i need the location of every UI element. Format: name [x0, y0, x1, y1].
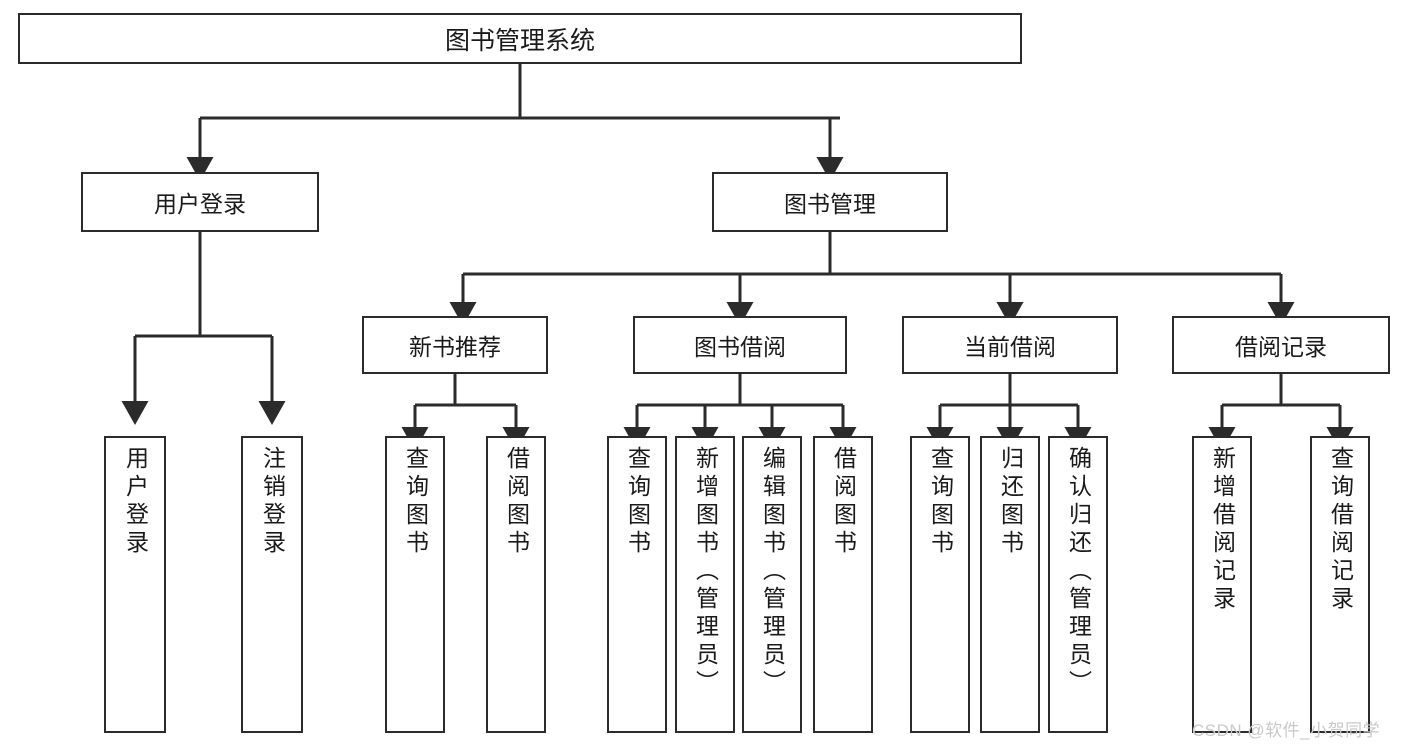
node-label: 借阅图书: [503, 446, 530, 558]
node-label: 查询借阅记录: [1327, 446, 1354, 614]
leaf-query-book-current[interactable]: 查询图书: [910, 436, 970, 733]
leaf-borrow-book-recommend[interactable]: 借阅图书: [486, 436, 546, 733]
leaf-borrow-book[interactable]: 借阅图书: [813, 436, 873, 733]
node-label: 查询图书: [927, 446, 954, 558]
node-label: 借阅记录: [1235, 334, 1327, 360]
leaf-logout[interactable]: 注销登录: [241, 436, 303, 733]
node-label: 图书管理系统: [444, 26, 595, 55]
node-label: 图书管理: [784, 191, 876, 217]
leaf-add-borrow-record[interactable]: 新增借阅记录: [1192, 436, 1252, 733]
node-label: 新增借阅记录: [1209, 446, 1236, 614]
leaf-confirm-return-admin[interactable]: 确认归还（管理员）: [1048, 436, 1108, 733]
leaf-user-login[interactable]: 用户登录: [104, 436, 166, 733]
node-label: 借阅图书: [830, 446, 857, 558]
node-book-management[interactable]: 图书管理: [712, 172, 948, 232]
node-current-borrow[interactable]: 当前借阅: [902, 316, 1118, 374]
node-label: 编辑图书（管理员）: [759, 446, 786, 698]
leaf-edit-book-admin[interactable]: 编辑图书（管理员）: [742, 436, 802, 733]
node-label: 用户登录: [154, 191, 246, 217]
leaf-query-borrow-record[interactable]: 查询借阅记录: [1310, 436, 1370, 733]
node-book-borrow[interactable]: 图书借阅: [633, 316, 847, 374]
node-user-login[interactable]: 用户登录: [81, 172, 319, 232]
node-label: 确认归还（管理员）: [1065, 446, 1092, 698]
node-label: 归还图书: [997, 446, 1024, 558]
node-label: 新书推荐: [409, 334, 501, 360]
leaf-return-book[interactable]: 归还图书: [980, 436, 1040, 733]
node-label: 新增图书（管理员）: [692, 446, 719, 698]
leaf-query-book-recommend[interactable]: 查询图书: [385, 436, 445, 733]
node-label: 用户登录: [122, 446, 149, 558]
node-label: 图书借阅: [694, 334, 786, 360]
node-label: 查询图书: [624, 446, 651, 558]
node-root-system[interactable]: 图书管理系统: [18, 13, 1022, 64]
leaf-add-book-admin[interactable]: 新增图书（管理员）: [675, 436, 735, 733]
node-label: 当前借阅: [964, 334, 1056, 360]
csdn-watermark: CSDN @软件_小贺同学: [1192, 721, 1381, 740]
node-label: 查询图书: [402, 446, 429, 558]
node-borrow-record[interactable]: 借阅记录: [1172, 316, 1390, 374]
node-label: 注销登录: [259, 446, 286, 558]
leaf-query-book-borrow[interactable]: 查询图书: [607, 436, 667, 733]
node-new-book-recommend[interactable]: 新书推荐: [362, 316, 548, 374]
